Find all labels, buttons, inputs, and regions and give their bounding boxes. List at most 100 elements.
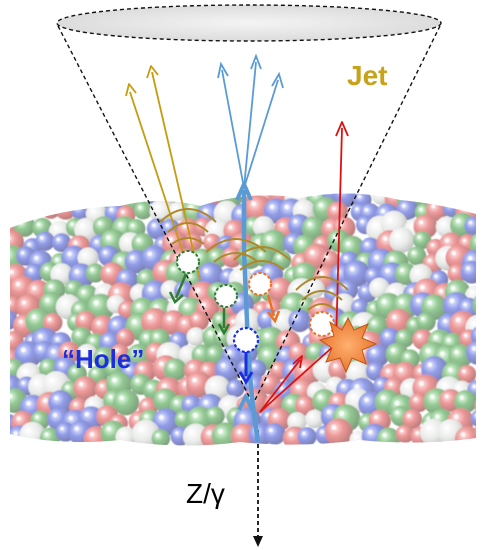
particle-highlight xyxy=(351,366,356,371)
particle-highlight xyxy=(148,286,153,292)
particle-highlight xyxy=(349,266,355,272)
particle-highlight xyxy=(81,348,86,353)
particle-highlight xyxy=(39,235,44,240)
particle-highlight xyxy=(266,236,272,241)
hole-marker-icon xyxy=(214,284,238,308)
medium-particle xyxy=(287,412,307,432)
medium-particle xyxy=(110,343,130,364)
particle-highlight xyxy=(81,289,86,294)
particle-highlight xyxy=(120,431,125,436)
particle-highlight xyxy=(234,273,239,278)
particle-highlight xyxy=(63,346,68,351)
particle-highlight xyxy=(124,237,129,242)
medium-particle xyxy=(305,409,325,429)
particle-highlight xyxy=(262,313,267,319)
particle-highlight xyxy=(55,337,59,341)
particle-highlight xyxy=(18,319,23,324)
particle-highlight xyxy=(466,266,470,271)
particle-highlight xyxy=(333,397,338,401)
particle-highlight xyxy=(201,302,206,307)
particle-highlight xyxy=(467,255,473,261)
particle-highlight xyxy=(450,285,456,291)
particle-highlight xyxy=(390,288,395,293)
particle-highlight xyxy=(370,304,374,309)
particle-highlight xyxy=(210,381,216,387)
particle-highlight xyxy=(61,300,67,305)
particle-highlight xyxy=(144,414,149,419)
particle-highlight xyxy=(134,415,138,420)
particle-highlight xyxy=(10,393,13,399)
particle-highlight xyxy=(198,222,202,226)
medium-particle xyxy=(466,340,476,365)
particle-highlight xyxy=(417,334,421,338)
particle-highlight xyxy=(230,319,235,324)
jet-cone-top xyxy=(56,4,442,42)
particle-highlight xyxy=(443,425,449,430)
medium-particle xyxy=(395,329,415,348)
particle-highlight xyxy=(453,414,459,420)
particle-highlight xyxy=(479,298,483,303)
particle-highlight xyxy=(188,274,192,278)
particle-highlight xyxy=(429,394,435,400)
particle-highlight xyxy=(31,314,37,320)
particle-highlight xyxy=(252,363,256,368)
particle-highlight xyxy=(331,424,337,430)
particle-highlight xyxy=(31,285,37,291)
particle-highlight xyxy=(425,348,431,354)
particle-highlight xyxy=(479,401,482,404)
particle-highlight xyxy=(399,429,404,433)
particle-highlight xyxy=(455,218,461,223)
particle-highlight xyxy=(381,299,387,304)
particle-highlight xyxy=(0,287,4,291)
medium-particle xyxy=(14,193,34,206)
hole-marker-icon xyxy=(232,326,260,354)
particle-highlight xyxy=(147,251,152,257)
particle-highlight xyxy=(52,187,56,191)
particle-highlight xyxy=(300,365,306,371)
particle-highlight xyxy=(344,255,348,260)
particle-highlight xyxy=(115,348,119,352)
particle-highlight xyxy=(206,430,212,436)
particle-highlight xyxy=(326,409,332,415)
particle-highlight xyxy=(471,346,476,351)
particle-highlight xyxy=(434,274,438,278)
medium-particle xyxy=(470,409,476,428)
particle-highlight xyxy=(165,284,169,289)
particle-highlight xyxy=(471,320,476,326)
particle-highlight xyxy=(345,241,351,246)
particle-highlight xyxy=(10,363,12,368)
particle-highlight xyxy=(97,221,102,226)
particle-highlight xyxy=(69,284,73,288)
particle-highlight xyxy=(416,298,421,303)
particle-highlight xyxy=(186,399,190,404)
particle-highlight xyxy=(95,188,100,193)
particle-highlight xyxy=(302,431,306,435)
particle-highlight xyxy=(68,187,72,191)
particle-highlight xyxy=(341,384,346,388)
particle-highlight xyxy=(472,384,476,389)
particle-highlight xyxy=(241,363,245,367)
particle-highlight xyxy=(441,251,446,257)
particle-highlight xyxy=(357,318,362,323)
particle-highlight xyxy=(119,395,124,401)
particle-highlight xyxy=(444,394,449,399)
particle-highlight xyxy=(327,187,331,191)
particle-highlight xyxy=(398,367,403,372)
particle-highlight xyxy=(433,335,438,340)
particle-highlight xyxy=(207,331,213,336)
particle-highlight xyxy=(447,367,453,373)
particle-highlight xyxy=(372,222,378,227)
particle-highlight xyxy=(89,400,93,405)
particle-highlight xyxy=(158,394,164,399)
recoil-parton xyxy=(259,121,349,413)
particle-highlight xyxy=(447,203,451,207)
particle-highlight xyxy=(399,333,404,337)
jet-cone-right-edge xyxy=(252,25,441,405)
scattering-star-icon xyxy=(318,316,378,374)
particle-highlight xyxy=(59,202,64,207)
particle-highlight xyxy=(13,431,18,436)
particle-highlight xyxy=(371,320,376,325)
medium-particle xyxy=(85,263,105,283)
particle-highlight xyxy=(317,240,321,244)
particle-highlight xyxy=(38,346,42,351)
